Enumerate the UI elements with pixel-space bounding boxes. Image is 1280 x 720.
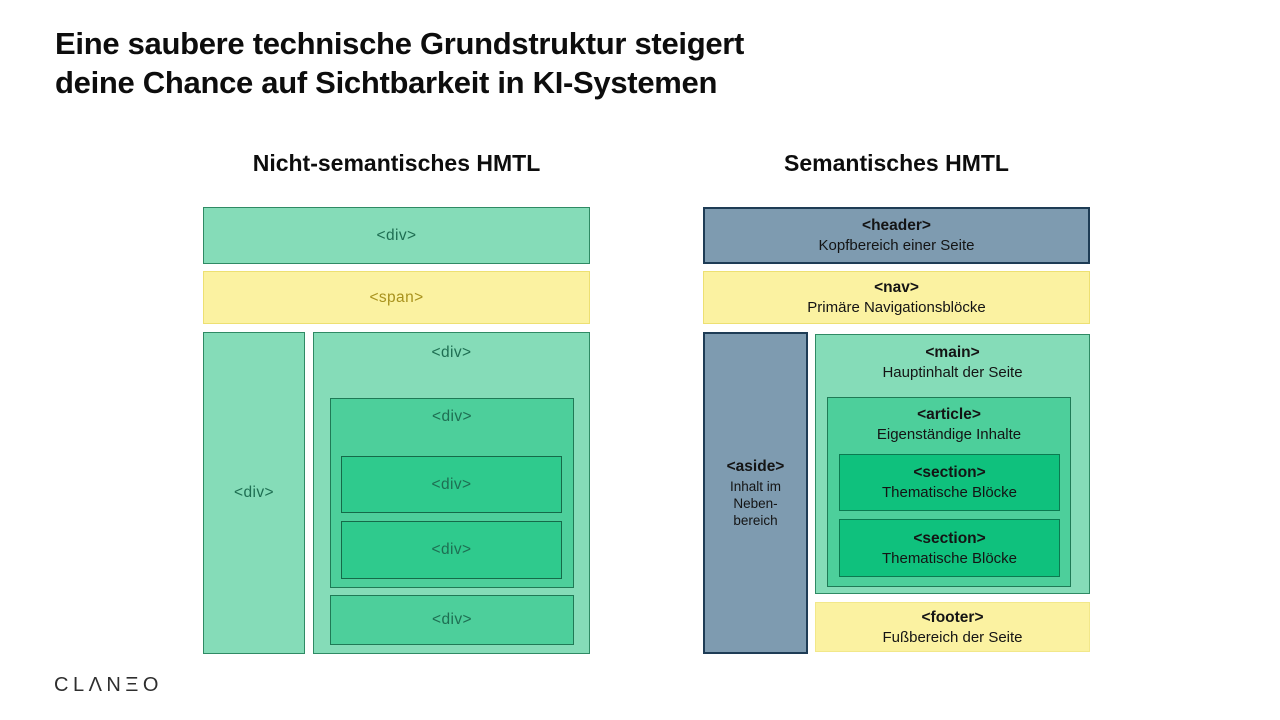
div-box-bottom: <div> xyxy=(330,595,574,645)
div-box-container: <div> <div> <div> <div> <div> xyxy=(313,332,590,654)
div-box-nested-2: <div> xyxy=(341,521,562,579)
div-box-nested-1: <div> xyxy=(341,456,562,513)
article-desc-label: Eigenständige Inhalte xyxy=(876,426,1022,443)
section-box-2: <section> Thematische Blöcke xyxy=(839,519,1060,577)
nav-box: <nav> Primäre Navigationsblöcke xyxy=(703,271,1090,324)
section-tag-label: <section> xyxy=(913,464,986,481)
main-tag-label: <main> xyxy=(925,344,980,361)
div-tag-label: <div> xyxy=(432,408,472,425)
aside-desc-line-2: Neben- xyxy=(733,495,778,511)
main-label-row: <main> Hauptinhalt der Seite xyxy=(816,335,1089,381)
aside-box: <aside> Inhalt im Neben- bereich xyxy=(703,332,808,654)
claneo-logo: CLΛNΞO xyxy=(54,674,163,696)
div-tag-label: <div> xyxy=(376,226,417,244)
div-tag-label: <div> xyxy=(431,541,472,558)
div-nested-label-row: <div> xyxy=(331,399,573,426)
footer-desc-label: Fußbereich der Seite xyxy=(882,628,1023,646)
header-desc-label: Kopfbereich einer Seite xyxy=(818,237,975,254)
section-tag-label: <section> xyxy=(913,529,986,547)
div-box-nested-container: <div> <div> <div> xyxy=(330,398,574,588)
aside-desc-line-1: Inhalt im xyxy=(729,478,782,494)
main-box: <main> Hauptinhalt der Seite <article> E… xyxy=(815,334,1090,594)
span-tag-label: <span> xyxy=(369,288,424,306)
footer-box: <footer> Fußbereich der Seite xyxy=(815,602,1090,652)
div-box-sidebar: <div> xyxy=(203,332,305,654)
nav-desc-label: Primäre Navigationsblöcke xyxy=(807,299,986,316)
section-desc-label: Thematische Blöcke xyxy=(881,484,1018,501)
div-tag-label: <div> xyxy=(431,475,472,493)
div-tag-label: <div> xyxy=(432,611,472,628)
column-heading-semantic: Semantisches HMTL xyxy=(784,150,1009,176)
aside-desc-line-3: bereich xyxy=(733,512,778,528)
footer-tag-label: <footer> xyxy=(921,608,984,626)
header-tag-label: <header> xyxy=(862,217,931,234)
div-container-label-row: <div> xyxy=(314,333,589,362)
div-tag-label: <div> xyxy=(431,344,472,361)
aside-tag-label: <aside> xyxy=(726,457,785,475)
span-box: <span> xyxy=(203,271,590,324)
article-box: <article> Eigenständige Inhalte <section… xyxy=(827,397,1071,587)
nav-tag-label: <nav> xyxy=(874,279,919,296)
page-title: Eine saubere technische Grundstruktur st… xyxy=(55,24,955,102)
div-box-top: <div> xyxy=(203,207,590,264)
title-line-2: deine Chance auf Sichtbarkeit in KI-Syst… xyxy=(55,65,718,100)
title-line-1: Eine saubere technische Grundstruktur st… xyxy=(55,26,745,61)
section-box-1: <section> Thematische Blöcke xyxy=(839,454,1060,511)
article-tag-label: <article> xyxy=(917,406,981,423)
column-heading-nonsemantic: Nicht-semantisches HMTL xyxy=(252,150,541,176)
div-tag-label: <div> xyxy=(234,484,274,501)
header-box: <header> Kopfbereich einer Seite xyxy=(703,207,1090,264)
section-desc-label: Thematische Blöcke xyxy=(881,549,1018,567)
main-desc-label: Hauptinhalt der Seite xyxy=(882,364,1023,381)
article-label-row: <article> Eigenständige Inhalte xyxy=(828,398,1070,443)
